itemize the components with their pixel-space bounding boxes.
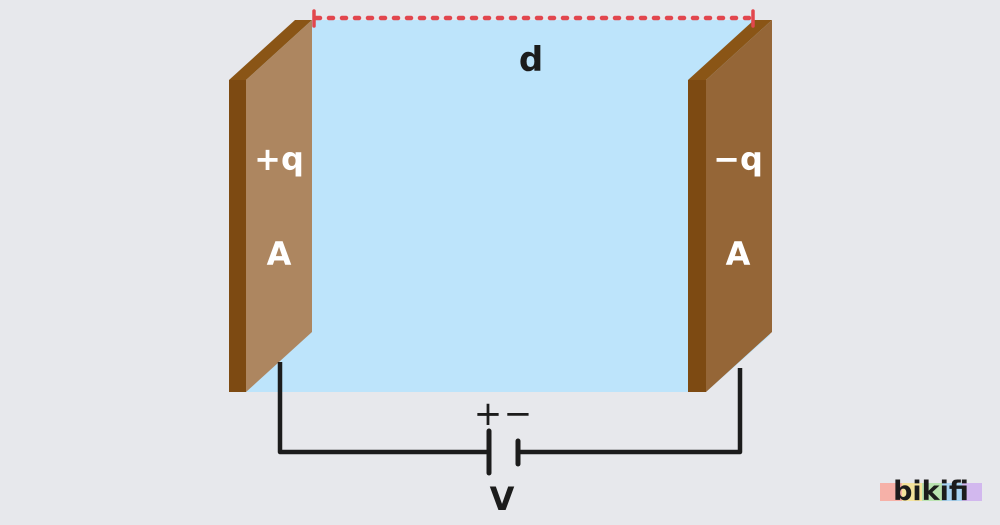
logo-bar-blue <box>942 483 962 501</box>
circuit-wire-left <box>277 362 488 455</box>
logo-bar-purple <box>962 483 982 501</box>
left-plate-top-edge <box>229 20 312 80</box>
battery-symbol <box>486 428 521 476</box>
left-plate-face <box>246 20 312 392</box>
left-plate-area-label: A <box>267 235 292 273</box>
left-plate-side-edge <box>229 80 246 392</box>
voltage-label: V <box>490 480 515 518</box>
circuit-wire-right <box>520 368 743 455</box>
logo-text: bikifi <box>893 476 969 507</box>
right-plate <box>688 20 772 392</box>
right-plate-face <box>706 20 772 392</box>
dielectric-region <box>246 20 770 392</box>
left-plate-charge-label: +q <box>254 140 304 178</box>
logo-bar-red <box>880 483 902 501</box>
battery-plus-sign: + <box>474 394 503 434</box>
right-plate-top-edge <box>688 20 772 80</box>
logo-bar-yellow <box>902 483 922 501</box>
bikifi-logo: bikifi <box>880 476 982 507</box>
distance-marker <box>312 9 755 28</box>
right-plate-area-label: A <box>726 235 751 273</box>
left-plate <box>229 20 312 392</box>
distance-label: d <box>519 40 543 80</box>
right-plate-side-edge <box>688 80 706 392</box>
logo-bar-green <box>922 483 942 501</box>
right-plate-charge-label: −q <box>713 140 763 178</box>
battery-minus-sign: − <box>504 394 533 434</box>
